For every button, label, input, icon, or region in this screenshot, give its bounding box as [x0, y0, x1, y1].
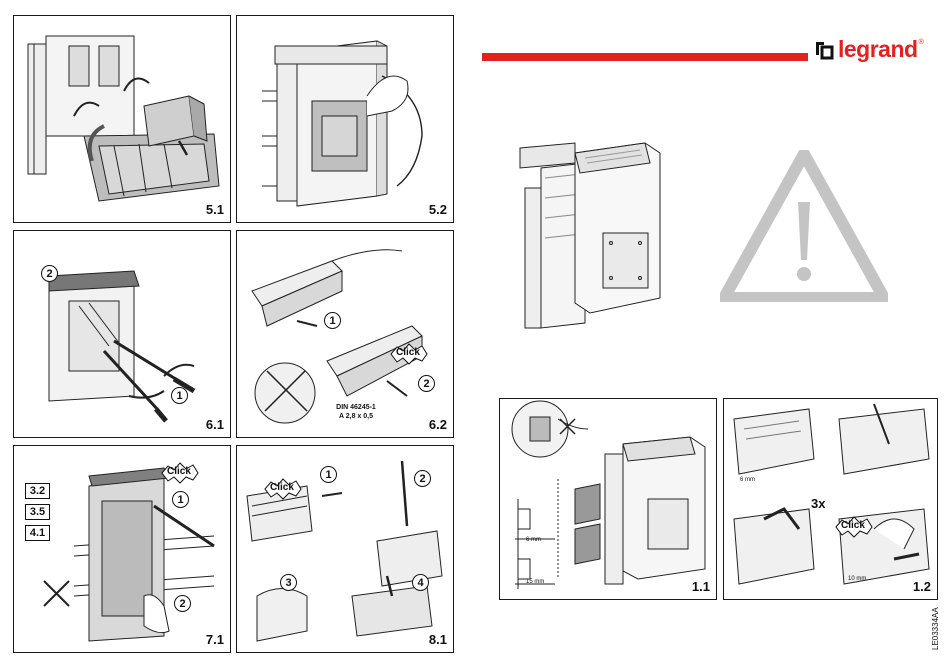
dim-label: 6 mm	[526, 537, 541, 543]
callout-3: 3	[280, 574, 297, 591]
click-bubble: Click	[834, 516, 872, 535]
step-panel-7-1: 3.2 3.5 4.1 1 2 Click 7.1	[13, 445, 231, 653]
illustration-5-1	[14, 16, 231, 223]
registered-mark: ®	[919, 39, 924, 46]
step-panel-5-1: 5.1	[13, 15, 231, 223]
step-number: 8.1	[429, 632, 447, 647]
callout-2: 2	[174, 595, 191, 612]
illustration-1-1	[500, 399, 717, 600]
ref-box-3-2: 3.2	[25, 483, 50, 499]
step-panel-6-1: 2 1 6.1	[13, 230, 231, 438]
step-panel-1-2: 3x Click 6 mm 10 mm 1.2	[723, 398, 938, 600]
callout-4: 4	[412, 574, 429, 591]
callout-1: 1	[172, 491, 189, 508]
callout-2: 2	[41, 265, 58, 282]
product-illustration	[515, 138, 665, 333]
illustration-1-2	[724, 399, 938, 600]
click-bubble: Click	[263, 478, 301, 497]
step-panel-5-2: 5.2	[236, 15, 454, 223]
step-panel-8-1: 1 2 3 4 Click 8.1	[236, 445, 454, 653]
warning-icon	[720, 150, 888, 302]
repeat-count: 3x	[811, 496, 825, 511]
step-panel-6-2: 1 2 Click DIN 46245-1 A 2,8 x 0,5 6.2	[236, 230, 454, 438]
step-number: 6.2	[429, 417, 447, 432]
step-panel-1-1: 6 mm 15 mm 1.1	[499, 398, 717, 600]
illustration-5-2	[237, 16, 454, 223]
brand-logo: legrand ®	[814, 36, 924, 63]
click-bubble: Click	[389, 343, 427, 362]
brand-red-bar	[482, 53, 808, 61]
ref-box-4-1: 4.1	[25, 525, 50, 541]
callout-1: 1	[171, 387, 188, 404]
click-bubble: Click	[160, 462, 198, 481]
illustration-6-1	[14, 231, 231, 438]
step-number: 6.1	[206, 417, 224, 432]
step-number: 5.2	[429, 202, 447, 217]
step-number: 1.1	[692, 579, 710, 594]
step-number: 5.1	[206, 202, 224, 217]
callout-1: 1	[320, 466, 337, 483]
din-spec-label: DIN 46245-1 A 2,8 x 0,5	[321, 403, 391, 421]
dim-label: 15 mm	[526, 579, 544, 585]
legrand-logo-icon	[814, 40, 834, 60]
document-code: LE03334AA	[931, 607, 940, 650]
dim-label: 10 mm	[848, 576, 866, 582]
callout-2: 2	[418, 375, 435, 392]
callout-1: 1	[324, 312, 341, 329]
step-number: 7.1	[206, 632, 224, 647]
step-number: 1.2	[913, 579, 931, 594]
ref-box-3-5: 3.5	[25, 504, 50, 520]
brand-name: legrand	[838, 36, 918, 63]
callout-2: 2	[414, 470, 431, 487]
dim-label: 6 mm	[740, 477, 755, 483]
